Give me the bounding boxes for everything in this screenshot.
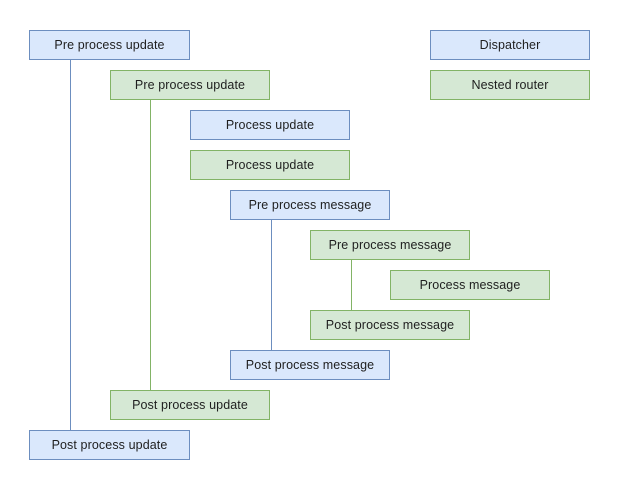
node-post-process-message-router[interactable]: Post process message xyxy=(310,310,470,340)
node-post-process-update-dispatcher[interactable]: Post process update xyxy=(29,430,190,460)
node-label: Process message xyxy=(419,277,521,292)
legend-item-dispatcher[interactable]: Dispatcher xyxy=(430,30,590,60)
node-label: Pre process update xyxy=(134,77,246,92)
node-post-process-message-dispatcher[interactable]: Post process message xyxy=(230,350,390,380)
node-pre-process-update-router[interactable]: Pre process update xyxy=(110,70,270,100)
connector-line xyxy=(150,100,151,390)
connector-line xyxy=(70,60,71,430)
node-post-process-update-router[interactable]: Post process update xyxy=(110,390,270,420)
node-pre-process-message-router[interactable]: Pre process message xyxy=(310,230,470,260)
legend-item-label: Nested router xyxy=(471,77,549,92)
node-label: Pre process message xyxy=(328,237,452,252)
node-process-message-router[interactable]: Process message xyxy=(390,270,550,300)
node-process-update-router[interactable]: Process update xyxy=(190,150,350,180)
node-label: Post process message xyxy=(245,357,375,372)
node-label: Pre process update xyxy=(54,37,165,52)
node-label: Post process update xyxy=(51,437,168,452)
connector-line xyxy=(271,220,272,350)
legend-item-router[interactable]: Nested router xyxy=(430,70,590,100)
node-label: Post process message xyxy=(325,317,455,332)
node-process-update-dispatcher[interactable]: Process update xyxy=(190,110,350,140)
node-label: Process update xyxy=(225,117,315,132)
node-label: Pre process message xyxy=(248,197,372,212)
node-label: Process update xyxy=(225,157,315,172)
node-label: Post process update xyxy=(132,397,248,412)
node-pre-process-message-dispatcher[interactable]: Pre process message xyxy=(230,190,390,220)
legend-item-label: Dispatcher xyxy=(479,37,541,52)
node-pre-process-update-dispatcher[interactable]: Pre process update xyxy=(29,30,190,60)
connector-line xyxy=(351,260,352,310)
